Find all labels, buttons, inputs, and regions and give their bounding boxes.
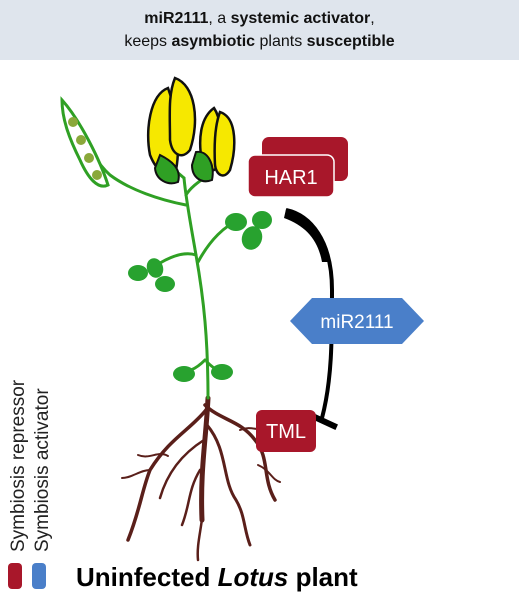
pea-pod-icon	[60, 96, 110, 188]
activator-swatch	[32, 563, 46, 589]
title-line-1: miR2111, a systemic activator,	[144, 10, 375, 27]
title-line-2: keeps asymbiotic plants susceptible	[124, 33, 395, 50]
title-banner: miR2111, a systemic activator, keeps asy…	[0, 0, 519, 60]
flower-icon	[146, 76, 236, 185]
legend-activator-label: Symbiosis activator	[32, 388, 53, 552]
footer-title: Uninfected Lotus plant	[76, 562, 358, 592]
root-icon	[121, 395, 281, 562]
tml-label: TML	[266, 421, 306, 443]
tml-node: TML	[256, 410, 316, 452]
mir2111-node: miR2111	[290, 298, 424, 344]
repressor-swatch	[8, 563, 22, 589]
har1-label: HAR1	[264, 167, 317, 189]
leaf-icon	[128, 211, 272, 382]
mir2111-label: miR2111	[320, 312, 393, 333]
har1-node: HAR1	[247, 137, 348, 198]
legend-repressor-label: Symbiosis repressor	[8, 379, 29, 552]
